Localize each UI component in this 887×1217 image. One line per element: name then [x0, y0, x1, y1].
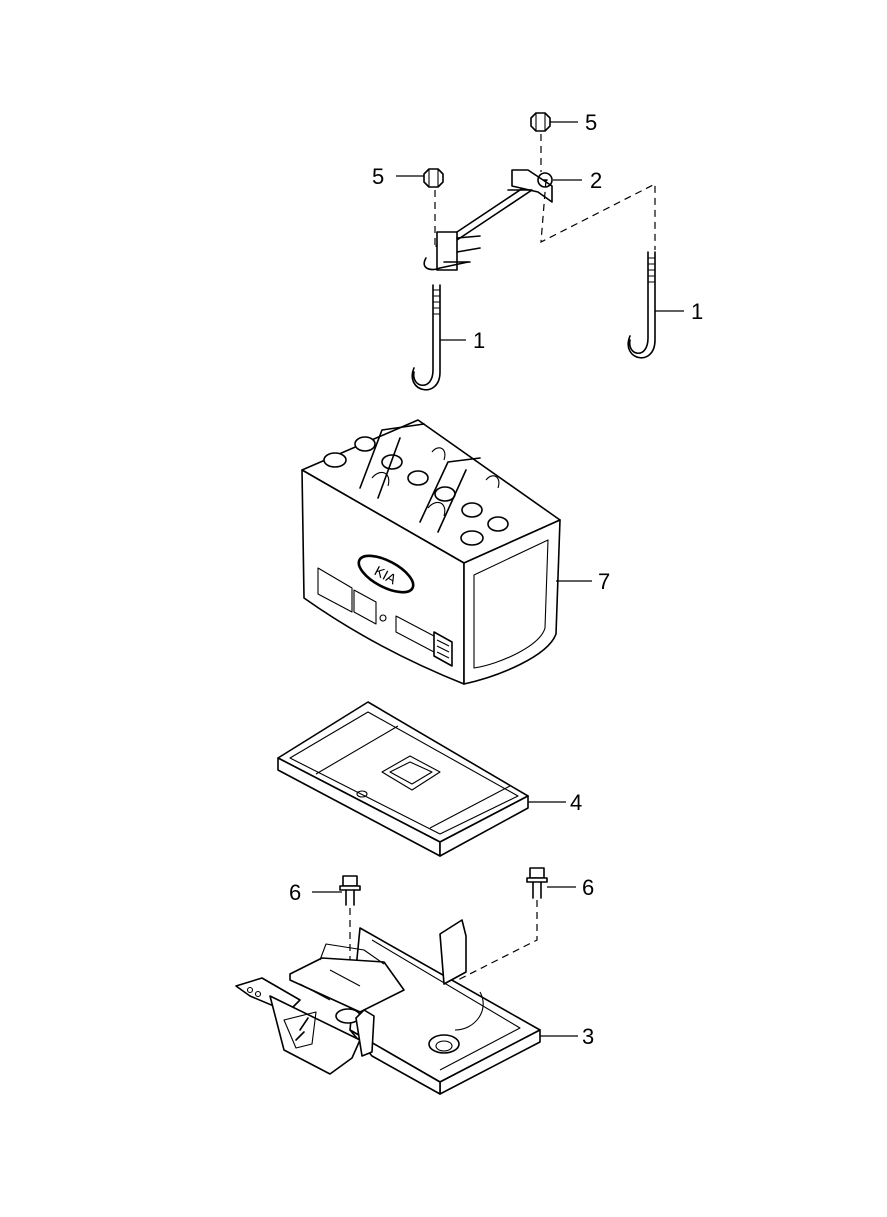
callout-label-bolt-left: 6: [289, 880, 301, 905]
callout-label-battery: 7: [598, 569, 610, 594]
callout-label-tray-bracket: 3: [582, 1024, 594, 1049]
bolt-right-part: [445, 867, 548, 1034]
callout-label-bracket: 2: [590, 168, 602, 193]
callout-label-hook-bolt-left: 1: [473, 328, 485, 353]
callout-label-nut-left: 5: [372, 164, 384, 189]
hook-bolt-right-part: [627, 251, 656, 359]
callout-label-nut-right: 5: [585, 110, 597, 135]
nut-left-part: [423, 168, 444, 250]
callout-label-bolt-right: 6: [582, 875, 594, 900]
battery-part: KIA: [301, 419, 561, 685]
hook-bolt-left-part: [411, 284, 441, 391]
tray-bracket-part: [235, 919, 541, 1095]
nut-right-part: [530, 112, 551, 172]
battery-tray-part: [277, 701, 529, 857]
callout-label-hook-bolt-right: 1: [691, 299, 703, 324]
callout-label-battery-tray: 4: [570, 790, 582, 815]
bracket-part: [423, 169, 553, 271]
